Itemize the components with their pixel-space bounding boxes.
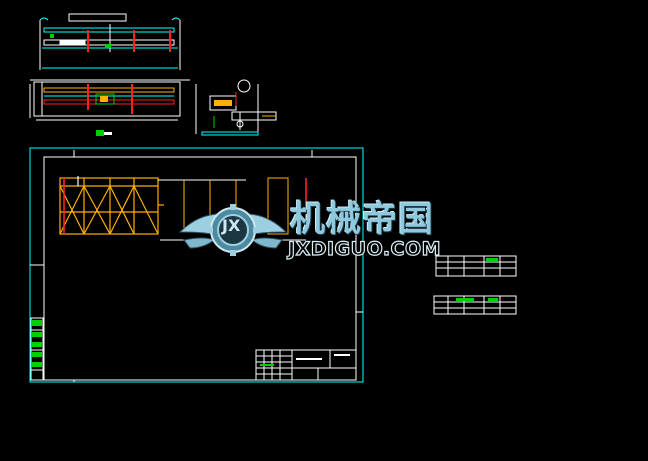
parts-table-1 [435,255,517,277]
drawing-sheet-frame [29,147,364,383]
left-revision-strip [30,317,44,381]
small-legend-icon [96,130,112,136]
crane-plan-view [29,81,181,121]
logo-mark-text: JX [222,216,241,235]
watermark-brand-text: 机械帝国 [290,200,435,240]
watermark-domain-text: JXDIGUO.COM [287,237,442,260]
crane-end-view [195,79,277,136]
dimension-label-box [59,39,86,46]
crane-elevation-view [30,13,190,81]
steel-frame-structure [59,176,164,235]
trolley-top-block [68,13,127,22]
winged-gear-icon [178,204,288,256]
parts-table-2 [433,295,517,315]
title-block [255,349,357,381]
